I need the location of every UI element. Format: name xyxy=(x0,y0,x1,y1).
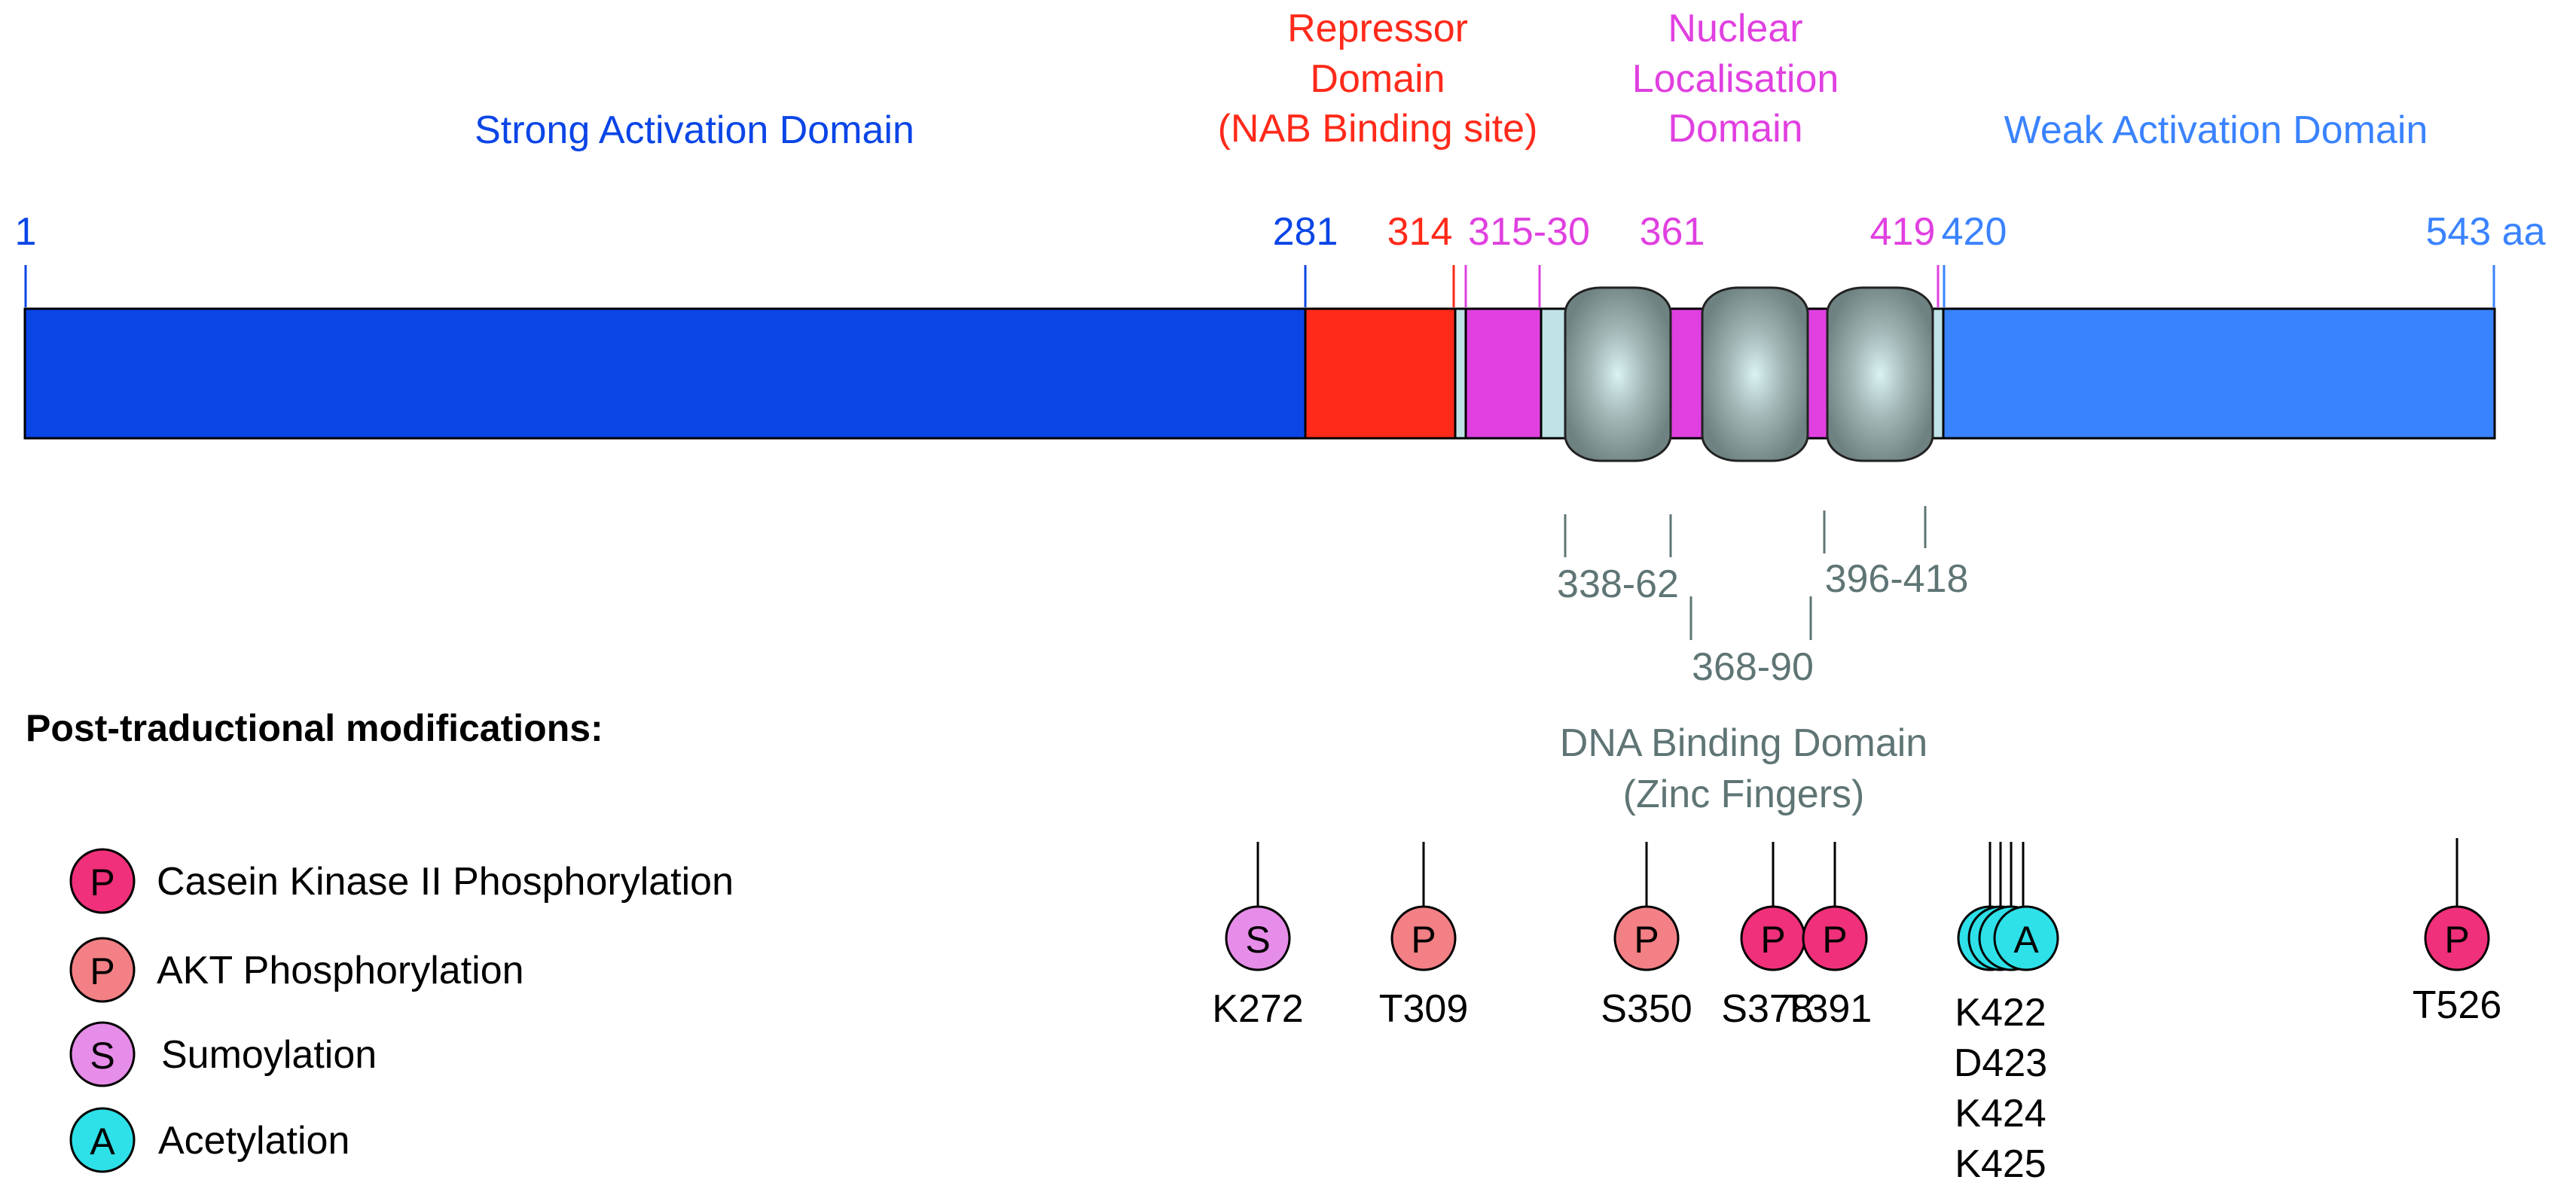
zinc-finger-1 xyxy=(1564,286,1672,462)
site-label: S378 xyxy=(1721,987,1812,1031)
svg-text:P: P xyxy=(1634,919,1659,961)
casein-kinase-p-icon xyxy=(1802,905,1868,971)
position-420: 420 xyxy=(1942,210,2007,254)
site-label: K272 xyxy=(1212,987,1303,1031)
acetylation-a-icon xyxy=(1993,905,2059,971)
svg-text:P: P xyxy=(90,950,114,992)
dna-binding-title-line-1: DNA Binding Domain xyxy=(1560,721,1927,765)
akt-p-icon xyxy=(69,937,136,1003)
svg-text:P: P xyxy=(1760,919,1785,961)
site-label: K424 xyxy=(1955,1092,2046,1136)
casein-kinase-p-icon xyxy=(69,848,136,914)
zinc-finger-3 xyxy=(1826,286,1934,462)
legend-item-sumoylation: S Sumoylation xyxy=(69,1021,377,1087)
site-k272: S K272 xyxy=(1212,842,1304,1031)
legend-item-casein-kinase: P Casein Kinase II Phosphorylation xyxy=(69,848,734,914)
legend-label: AKT Phosphorylation xyxy=(157,949,524,992)
weak-activation-domain xyxy=(1942,307,2496,440)
strong-activation-domain xyxy=(23,307,1307,440)
svg-text:P: P xyxy=(90,861,114,904)
legend-label: Acetylation xyxy=(158,1119,349,1163)
dna-binding-title-line-2: (Zinc Fingers) xyxy=(1623,773,1865,816)
legend-label: Casein Kinase II Phosphorylation xyxy=(157,860,734,904)
site-label: D423 xyxy=(1954,1041,2047,1085)
svg-text:P: P xyxy=(1411,919,1436,961)
weak-activation-title: Weak Activation Domain xyxy=(2004,108,2428,152)
zinc-finger-markers xyxy=(1564,506,1927,640)
position-281: 281 xyxy=(1273,210,1338,254)
position-315-30: 315-30 xyxy=(1468,210,1590,254)
casein-kinase-p-icon xyxy=(2424,905,2490,971)
zinc-finger-3-range: 396-418 xyxy=(1825,557,1969,601)
svg-text:A: A xyxy=(90,1120,115,1163)
site-label: S350 xyxy=(1601,987,1692,1031)
svg-text:S: S xyxy=(1245,919,1270,961)
zinc-finger-2-range: 368-90 xyxy=(1692,645,1814,689)
repressor-title-line-2: Domain xyxy=(1310,57,1445,101)
ptm-sites: S K272 P T309 P S350 P S378 P xyxy=(1212,838,2501,1186)
site-acetylation-cluster: A K422 D423 K424 K425 xyxy=(1954,842,2059,1186)
zinc-fingers xyxy=(1564,286,1934,462)
svg-text:P: P xyxy=(1822,919,1847,961)
ptm-legend: P Casein Kinase II Phosphorylation P AKT… xyxy=(69,848,734,1173)
legend-item-akt: P AKT Phosphorylation xyxy=(69,937,524,1003)
akt-p-icon xyxy=(1613,905,1680,971)
sumoylation-s-icon xyxy=(69,1021,136,1087)
position-361: 361 xyxy=(1640,210,1705,254)
position-419: 419 xyxy=(1870,210,1936,254)
position-1: 1 xyxy=(15,210,37,254)
site-label: K425 xyxy=(1955,1142,2046,1186)
zinc-finger-2 xyxy=(1701,286,1809,462)
site-s350: P S350 xyxy=(1601,842,1692,1031)
position-543: 543 aa xyxy=(2425,210,2545,254)
nuclear-title-line-1: Nuclear xyxy=(1668,7,1802,50)
site-t309: P T309 xyxy=(1379,842,1469,1031)
svg-text:S: S xyxy=(90,1035,114,1077)
repressor-title-line-1: Repressor xyxy=(1287,7,1468,50)
nuclear-localisation-domain xyxy=(1464,307,1543,440)
site-t391: P T391 xyxy=(1783,842,1872,1031)
repressor-title-line-3: (NAB Binding site) xyxy=(1218,107,1538,151)
site-label: T391 xyxy=(1783,987,1872,1031)
site-label: T526 xyxy=(2413,983,2502,1027)
site-t526: P T526 xyxy=(2413,838,2502,1027)
legend-label: Sumoylation xyxy=(161,1033,377,1077)
zinc-finger-1-range: 338-62 xyxy=(1557,562,1679,606)
site-label: T309 xyxy=(1379,987,1469,1031)
strong-activation-title: Strong Activation Domain xyxy=(475,108,914,152)
post-finger-linker xyxy=(1931,307,1945,440)
svg-text:P: P xyxy=(2444,919,2469,961)
site-label: K422 xyxy=(1955,991,2046,1035)
nuclear-title-line-3: Domain xyxy=(1668,107,1802,151)
repressor-domain xyxy=(1304,307,1457,440)
sumoylation-s-icon xyxy=(1225,905,1291,971)
legend-item-acetylation: A Acetylation xyxy=(69,1107,349,1173)
position-ticks xyxy=(24,265,2495,307)
svg-text:A: A xyxy=(2013,919,2039,961)
nuclear-title-line-2: Localisation xyxy=(1632,57,1839,101)
ptm-heading: Post-traductional modifications: xyxy=(26,707,603,749)
acetylation-a-icon xyxy=(69,1107,136,1173)
repressor-linker xyxy=(1454,307,1467,440)
site-s378: P S378 xyxy=(1721,842,1813,1031)
protein-bar xyxy=(23,307,2496,440)
position-314: 314 xyxy=(1387,210,1453,254)
akt-p-icon xyxy=(1390,905,1457,971)
